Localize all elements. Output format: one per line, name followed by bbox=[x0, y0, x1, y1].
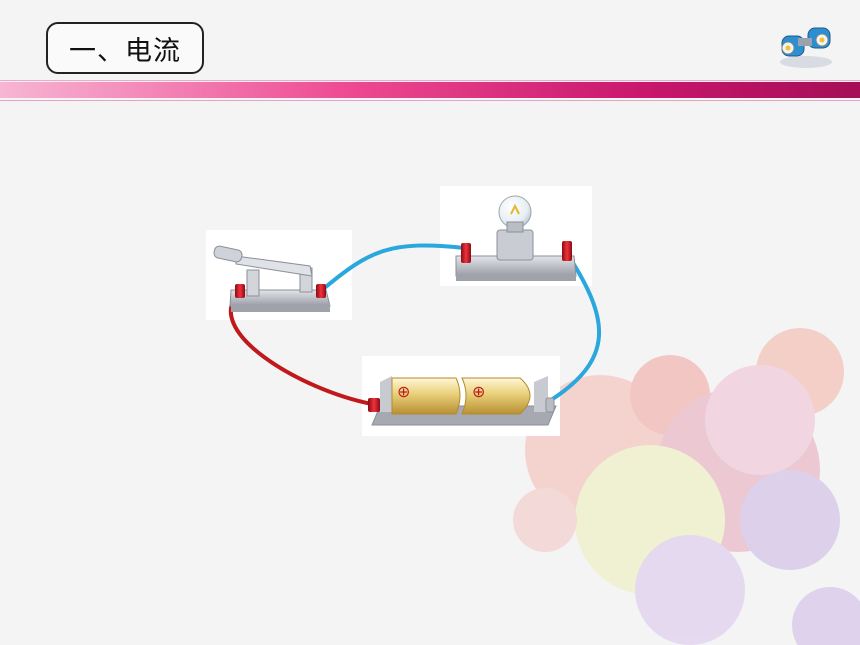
title-box: 一、电流 bbox=[46, 22, 204, 74]
battery-icon bbox=[368, 376, 557, 426]
header-band-line-bottom bbox=[0, 100, 860, 101]
wire-bulb-to-battery bbox=[546, 253, 602, 404]
battery-cell-2-plus: ⊕ bbox=[472, 382, 486, 401]
binoculars-icon[interactable] bbox=[776, 18, 838, 72]
battery-cell-1-plus: ⊕ bbox=[397, 382, 411, 401]
knife-switch-icon bbox=[213, 245, 331, 312]
light-bulb-icon bbox=[455, 195, 577, 281]
decorative-bubbles bbox=[513, 328, 860, 645]
slide-title: 一、电流 bbox=[69, 35, 181, 67]
wire-switch-to-bulb bbox=[320, 243, 467, 292]
header-band-line-top bbox=[0, 80, 860, 81]
header-band bbox=[0, 82, 860, 98]
